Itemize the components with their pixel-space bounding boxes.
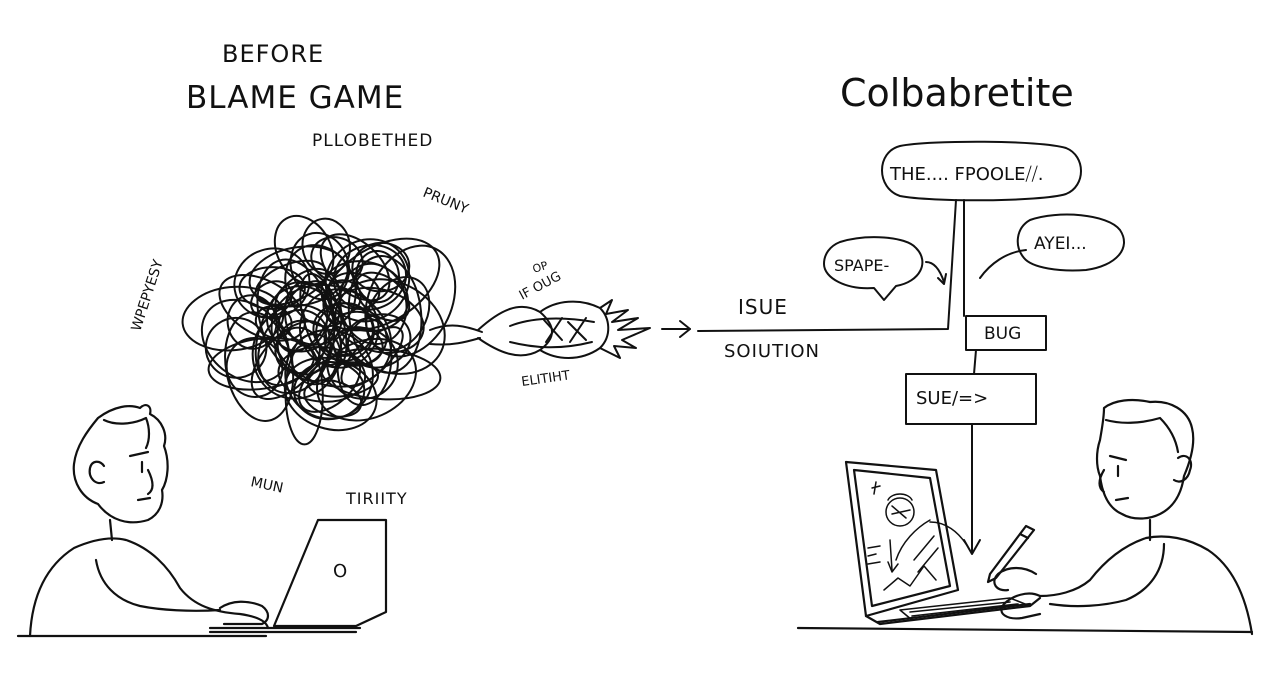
issue-label: ISUE: [738, 295, 788, 319]
solution-label: SOIUTION: [724, 341, 820, 362]
keyboard: [899, 597, 1031, 621]
speech-bubble-left: [823, 236, 947, 301]
connector-line: [697, 199, 965, 332]
tangle-loop: [204, 316, 268, 379]
heading-before: BEFORE: [222, 40, 324, 68]
tangle-label-upper-right: PRUNY: [421, 185, 471, 218]
heading-collaborative: Colbabretite: [840, 71, 1074, 115]
speech-bubble-top-text: THE.... FPOOLE⧸⧸.: [889, 164, 1043, 185]
sue-box: [905, 373, 1037, 555]
tangle-loop: [218, 273, 306, 342]
tangle-loop: [310, 236, 364, 284]
tangle-loop: [254, 267, 342, 387]
bug-box: [965, 315, 1047, 375]
middle-section: ISUE SOIUTION: [697, 199, 965, 362]
tangle-label-top: PLLOBETHED: [312, 131, 433, 151]
exit-knot: [477, 299, 651, 359]
tangle-loop: [315, 302, 375, 362]
tangle-scribble: [181, 215, 483, 446]
tangle-loop: [323, 279, 362, 316]
tangle-loop: [233, 247, 311, 319]
tangle-loop: [354, 271, 411, 322]
tangle-loop: [365, 276, 431, 352]
exit-label-if-oug: IF OUG: [517, 269, 564, 303]
tangle-loop: [250, 280, 293, 319]
tangle-label-left: WPEPYESY: [129, 257, 167, 333]
tangle-label-bottom-left: MUN: [249, 474, 284, 496]
tangle-loop: [351, 241, 411, 293]
left-person: [16, 404, 270, 638]
exit-label-elitiht: ELITIHT: [520, 368, 570, 390]
left-laptop: [208, 518, 388, 634]
left-panel: BEFORE BLAME GAME PLLOBETHED PRUNY WPEPY…: [16, 40, 691, 638]
tangle-loop: [316, 337, 417, 422]
right-monitor: [844, 460, 1042, 626]
speech-bubble-left-text: SPAPE-: [834, 256, 889, 275]
exit-label-op: OP: [531, 259, 550, 276]
sue-box-label: SUE/=>: [916, 388, 988, 409]
heading-blame-game: BLAME GAME: [186, 80, 404, 116]
bug-box-label: BUG: [984, 324, 1021, 344]
tangle-loop: [320, 260, 409, 332]
speech-bubble-right: [979, 213, 1125, 279]
tangle-loop: [336, 317, 393, 407]
left-laptop-logo: O: [332, 560, 349, 583]
tangle-loop: [273, 215, 335, 286]
tangle-loop: [238, 266, 306, 310]
tangle-loop: [181, 285, 285, 352]
tangle-loop: [277, 346, 367, 403]
stylus: [986, 524, 1036, 584]
speech-bubble-right-text: AYEI...: [1034, 234, 1087, 254]
right-panel: Colbabretite THE.... FPOOLE⧸⧸. SPAPE- AY…: [796, 71, 1254, 636]
tangle-loop: [254, 305, 293, 339]
screen-content: [867, 481, 967, 591]
tangle-loop: [346, 313, 412, 369]
tangle-label-bottom: TIRIITY: [345, 489, 408, 508]
right-person: [796, 398, 1254, 636]
speech-bubble-top: [881, 140, 1082, 202]
arrow-to-issue: [661, 320, 691, 338]
